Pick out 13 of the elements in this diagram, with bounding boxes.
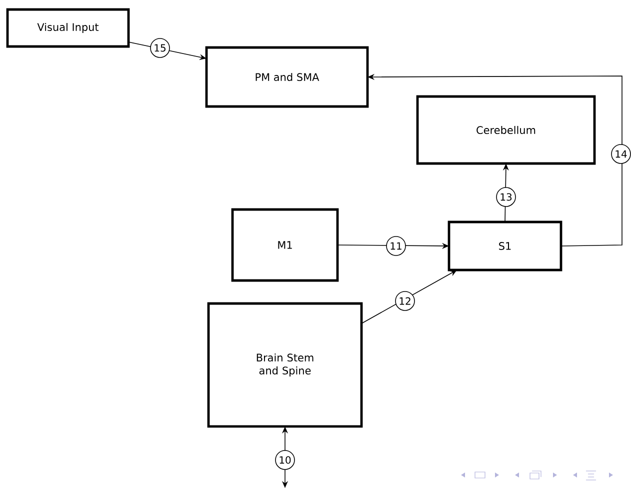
edge-label: 14: [611, 144, 631, 164]
box: Visual Input: [6, 8, 130, 48]
edge-label: 15: [150, 38, 170, 58]
box: M1: [231, 208, 339, 282]
box: Cerebellum: [416, 95, 596, 165]
box: Brain Stem and Spine: [207, 302, 363, 428]
edge-label: 10: [275, 450, 295, 470]
box: S1: [448, 220, 562, 272]
edge-label: 12: [395, 291, 415, 311]
edge-label: 13: [496, 187, 516, 207]
edge-label: 11: [386, 236, 406, 256]
box: PM and SMA: [205, 46, 369, 108]
arrow: [361, 270, 457, 324]
